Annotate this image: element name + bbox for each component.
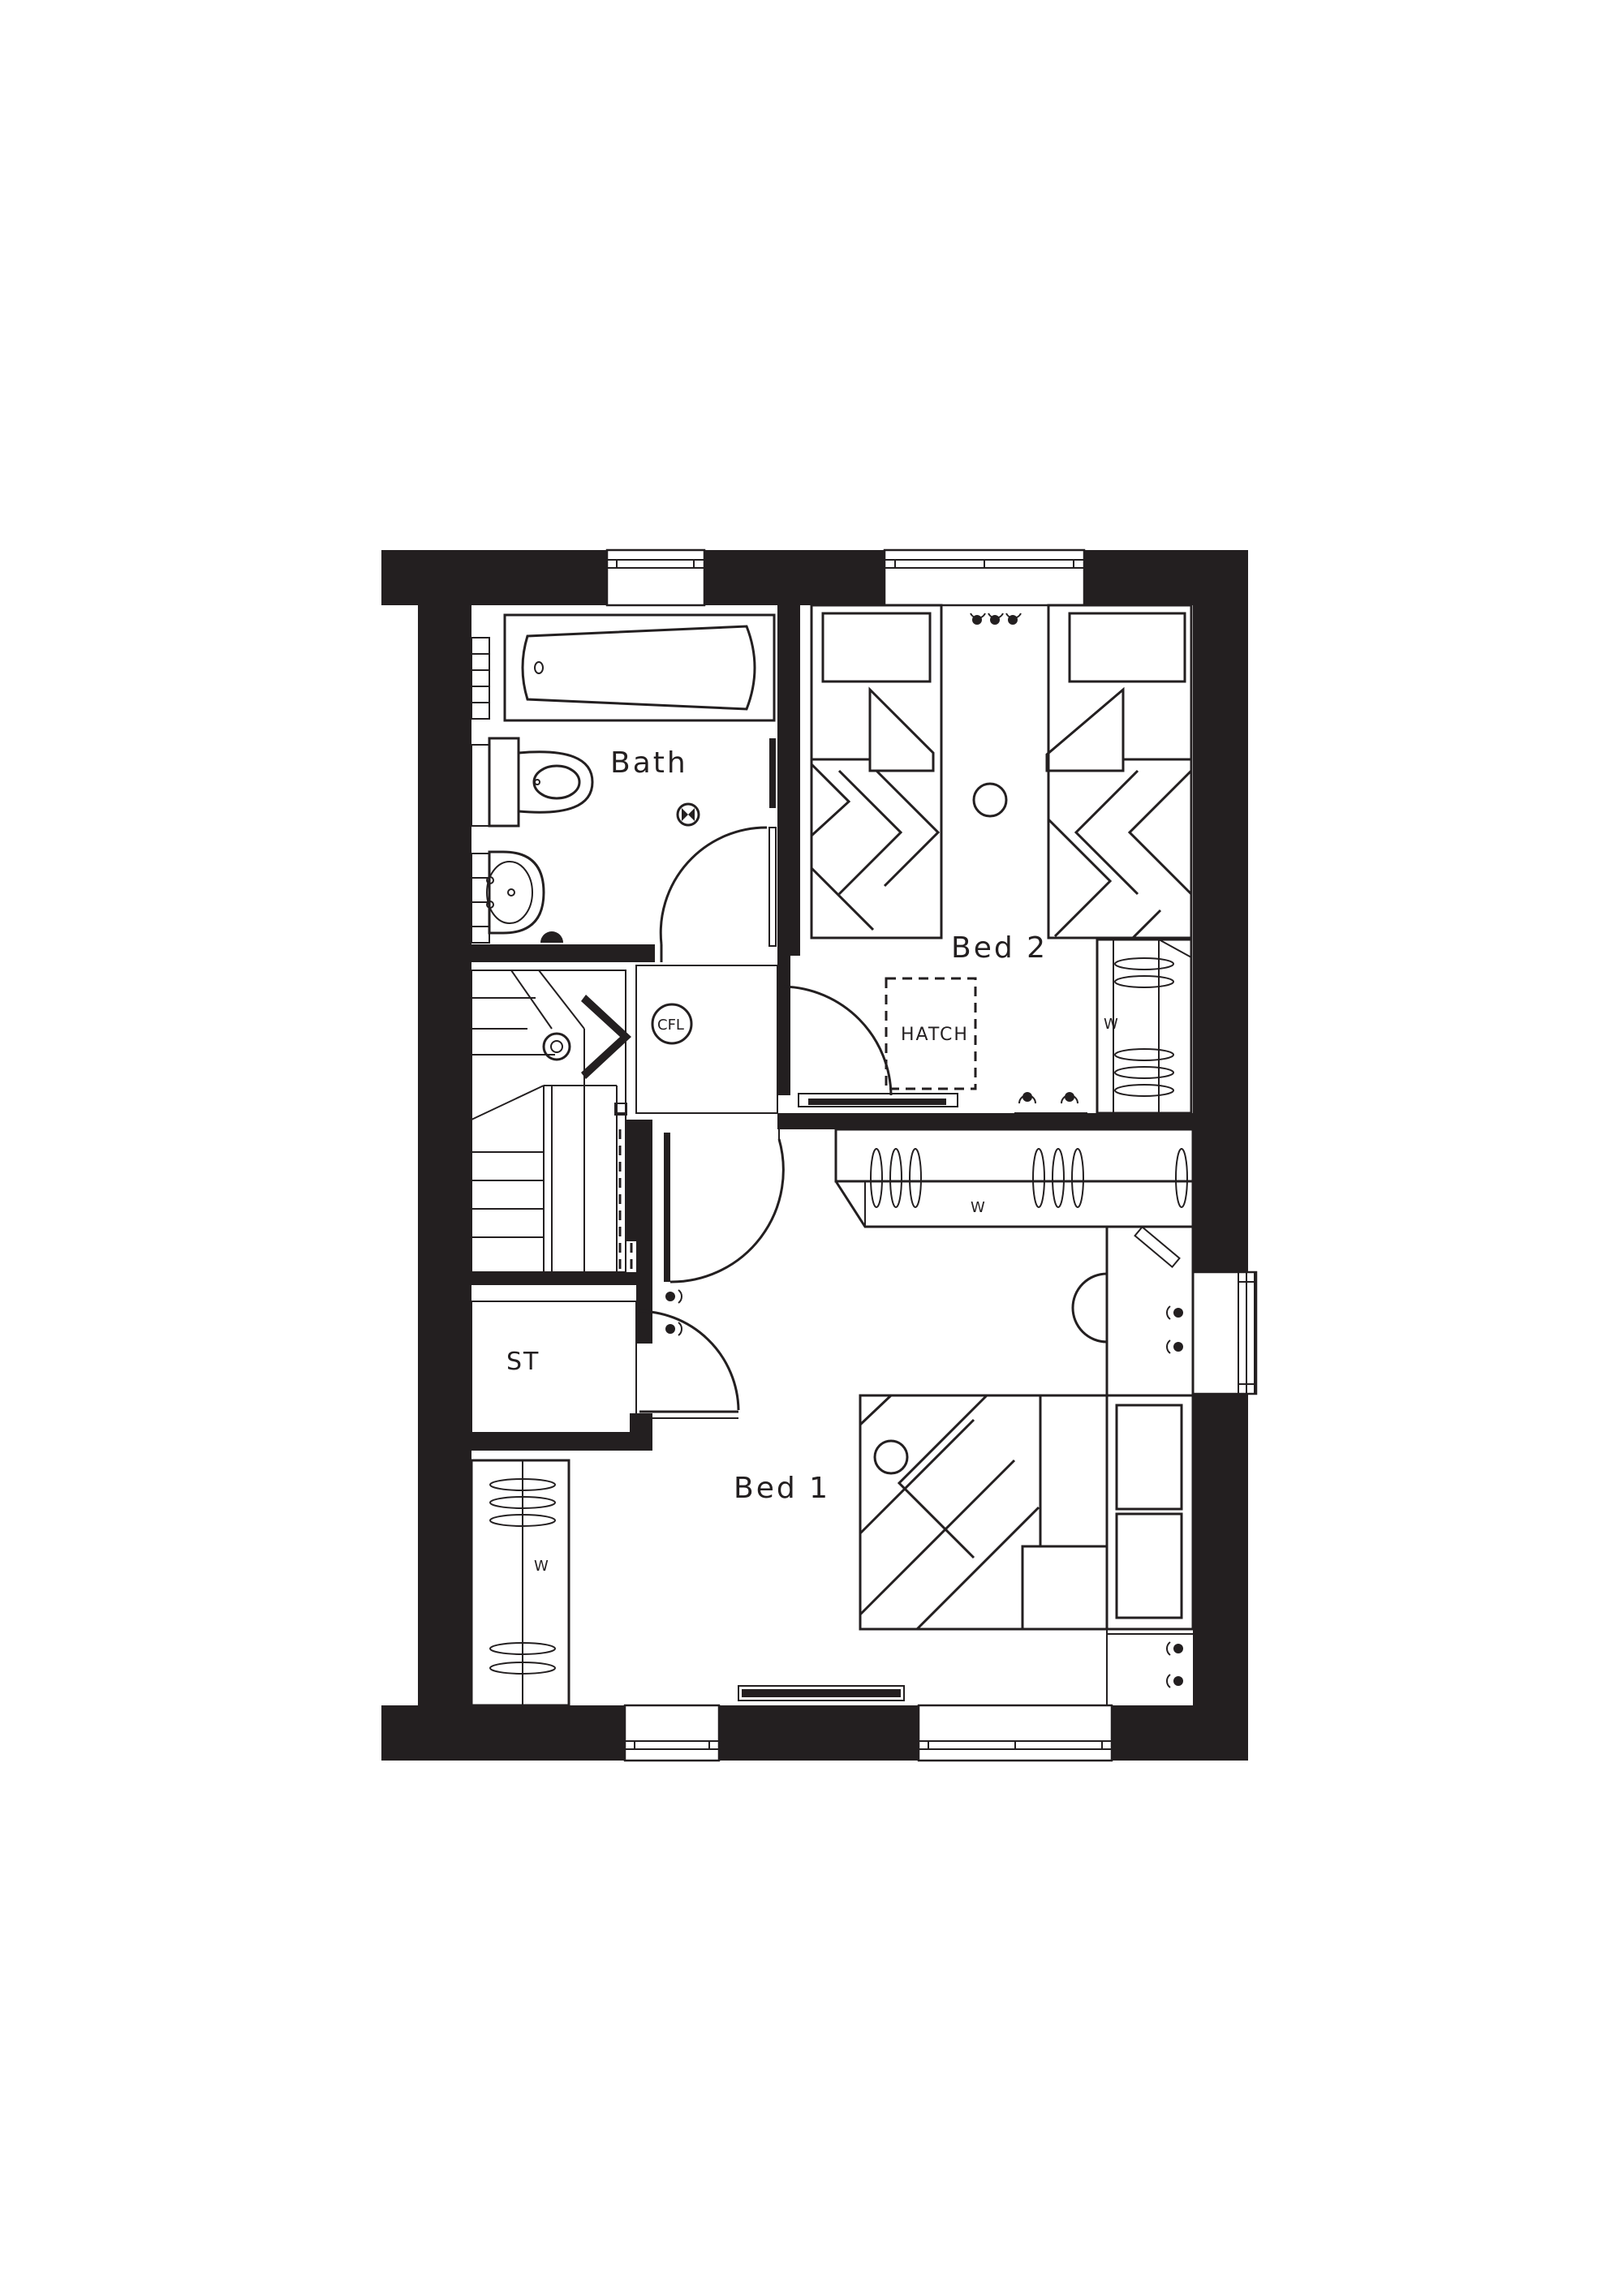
bath-label: Bath xyxy=(610,746,688,780)
bath-light-fitting-icon xyxy=(540,931,563,943)
store-label: ST xyxy=(506,1348,540,1376)
bed1-label: Bed 1 xyxy=(734,1472,830,1505)
window-bath xyxy=(605,548,706,607)
ceiling-light-icon xyxy=(972,782,1008,818)
wardrobe-bed1-left-label: W xyxy=(534,1558,549,1575)
outer-walls xyxy=(381,550,1248,1761)
bed2-room: HATCH Bed 2 W xyxy=(810,604,1193,1115)
stool-icon xyxy=(1071,1272,1108,1344)
landing: CFL xyxy=(635,965,778,1114)
sockets-bottom-icon xyxy=(1014,1092,1087,1114)
radiator-bed1 xyxy=(742,1689,901,1697)
bed1-door[interactable] xyxy=(664,1129,785,1283)
sockets-top-icon xyxy=(962,604,1022,625)
sockets-bed1-bedside-icon xyxy=(1106,1629,1193,1705)
wardrobe-bed1-left[interactable]: W xyxy=(470,1459,570,1707)
stair-arrow-icon xyxy=(581,995,631,1079)
wardrobe-bed2-label: W xyxy=(1104,1016,1118,1033)
bath-door[interactable] xyxy=(659,738,777,962)
extractor-fan-icon xyxy=(676,802,700,827)
wardrobe-bed1-top[interactable]: W xyxy=(834,1128,1195,1228)
window-bed2 xyxy=(883,548,1086,607)
window-bed1-right xyxy=(917,1704,1113,1762)
bed2-label: Bed 2 xyxy=(951,931,1048,965)
extractor-fan-blades-icon xyxy=(682,808,695,821)
store-door[interactable] xyxy=(635,1305,740,1419)
mirror-icon xyxy=(1134,1225,1181,1269)
single-bed-left xyxy=(810,604,943,939)
store-room: ST xyxy=(471,1301,637,1434)
hatch-label: HATCH xyxy=(901,1025,969,1045)
cfl-label: CFL xyxy=(657,1017,684,1034)
sockets-landing-icon xyxy=(665,1289,682,1336)
sockets-bed1-dressing-icon xyxy=(1166,1305,1183,1354)
internal-walls xyxy=(471,605,1193,1451)
staircase[interactable] xyxy=(471,970,633,1273)
cfl-light-icon xyxy=(651,1003,693,1045)
loft-hatch[interactable] xyxy=(885,977,977,1090)
bathtub xyxy=(503,613,776,722)
single-bed-right xyxy=(1045,604,1193,939)
wardrobe-bed2[interactable]: W xyxy=(1096,938,1193,1115)
toilet xyxy=(488,737,594,828)
window-bed1-left xyxy=(623,1704,721,1762)
basin xyxy=(486,850,545,935)
wardrobe-bed1-top-label: W xyxy=(971,1199,985,1216)
double-bed xyxy=(859,1394,1195,1631)
bed2-door[interactable] xyxy=(783,985,958,1107)
window-bed1-side xyxy=(1191,1271,1258,1395)
bed1-room: W xyxy=(470,1128,1195,1707)
